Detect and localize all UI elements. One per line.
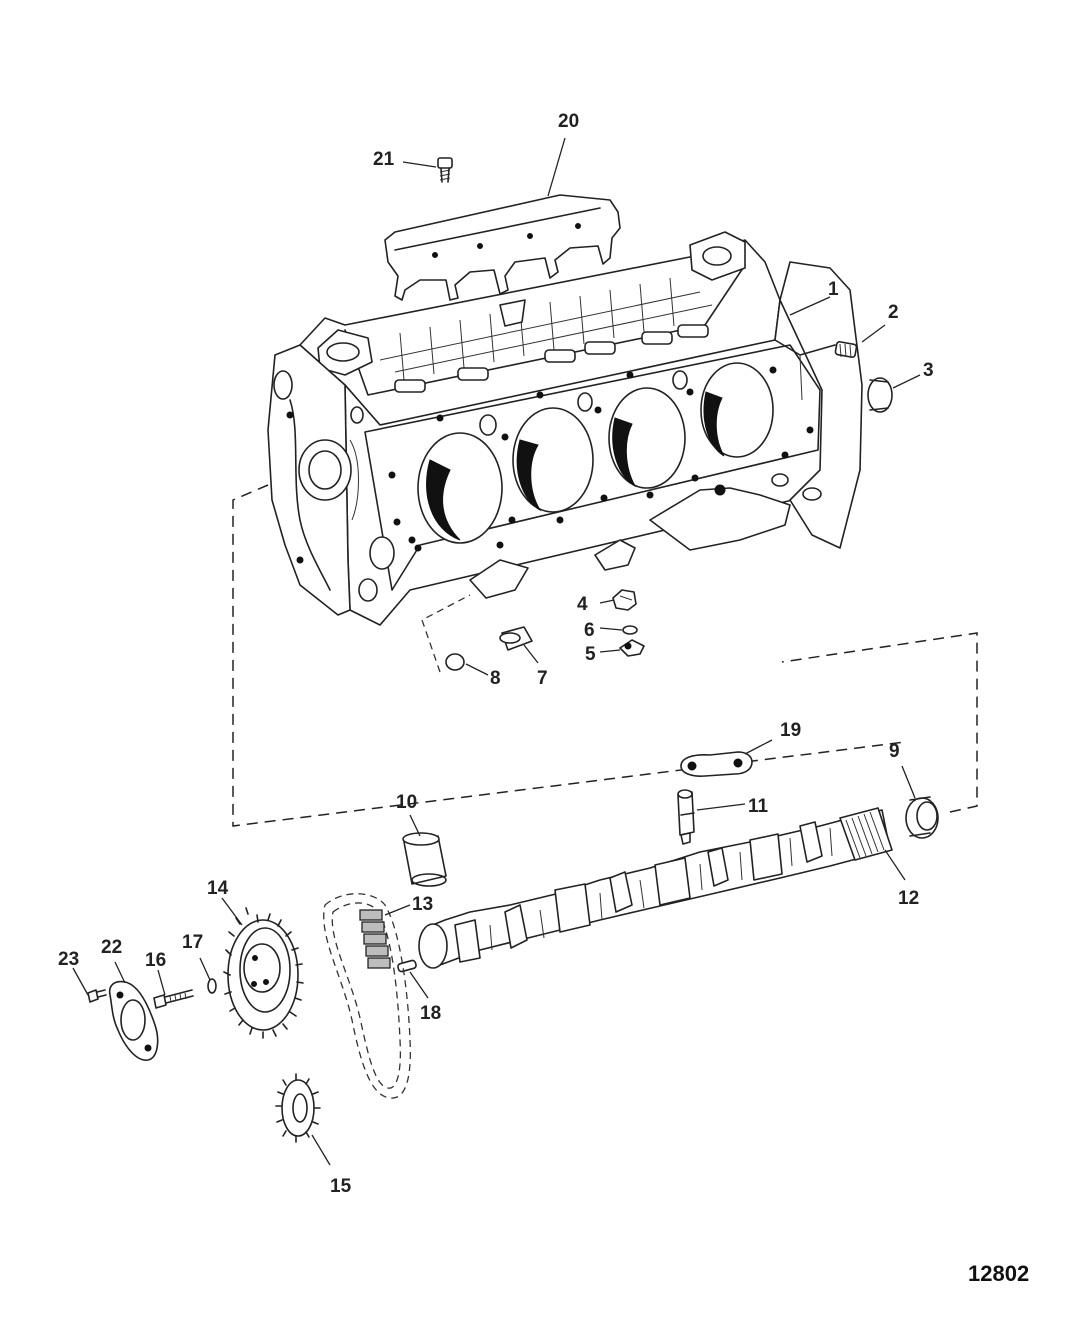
plug-part-4: [612, 589, 637, 611]
callout-14: 14: [207, 878, 229, 899]
callout-13: 13: [412, 894, 433, 915]
dowel-pin-part-18: [397, 959, 417, 973]
callout-8: 8: [490, 668, 501, 689]
drain-cock-part-5: [619, 639, 645, 657]
engine-block: [267, 231, 863, 626]
callout-20: 20: [558, 111, 579, 132]
callout-7: 7: [537, 668, 548, 689]
sprocket-bolt-part-16: [153, 989, 194, 1009]
callout-21: 21: [373, 149, 395, 170]
screw-part-23: [87, 989, 107, 1003]
callout-4: 4: [577, 594, 588, 615]
cam-bearing-part-9: [905, 796, 939, 839]
washer-part-17: [207, 978, 217, 994]
callout-22: 22: [101, 937, 122, 958]
callout-18: 18: [420, 1003, 441, 1024]
leader-lines: [72, 137, 921, 1166]
washer-part-6: [622, 625, 638, 635]
callout-6: 6: [584, 620, 595, 641]
lifter-retainer-part: [384, 194, 621, 301]
hydraulic-lifter-part-11: [677, 789, 695, 845]
callout-16: 16: [145, 950, 166, 971]
callout-3: 3: [923, 360, 934, 381]
callout-12: 12: [898, 888, 919, 909]
figure-number: 12802: [968, 1261, 1029, 1286]
cylinder-bores: [417, 362, 774, 544]
cam-sprocket-part-14: [223, 907, 304, 1039]
callout-11: 11: [748, 796, 769, 817]
callout-19: 19: [780, 720, 801, 741]
thrust-plate-part-22: [108, 980, 159, 1061]
retainer-bolt-part: [437, 157, 453, 183]
callout-15: 15: [330, 1176, 352, 1197]
lifter-guide-part-19: [680, 751, 753, 777]
dowel-part-7: [499, 626, 533, 651]
camshaft-part-12: [418, 807, 893, 969]
expansion-plug-part-3: [867, 377, 893, 413]
crank-sprocket-part-15: [275, 1073, 321, 1143]
plug-part-2: [834, 341, 858, 359]
callout-2: 2: [888, 302, 899, 323]
callout-labels: 1 2 3 4 6 5 7 8 9 10 11 12 13 14 15 16 1…: [58, 111, 934, 1197]
plug-part-8: [445, 653, 465, 671]
timing-chain-part-13: [323, 893, 411, 1099]
cam-bearing-part-10: [402, 832, 447, 887]
callout-17: 17: [182, 932, 203, 953]
callout-9: 9: [889, 741, 900, 762]
callout-1: 1: [828, 279, 839, 300]
callout-5: 5: [585, 644, 596, 665]
callout-23: 23: [58, 949, 79, 970]
callout-10: 10: [396, 792, 417, 813]
assembly-outline: [232, 484, 978, 827]
